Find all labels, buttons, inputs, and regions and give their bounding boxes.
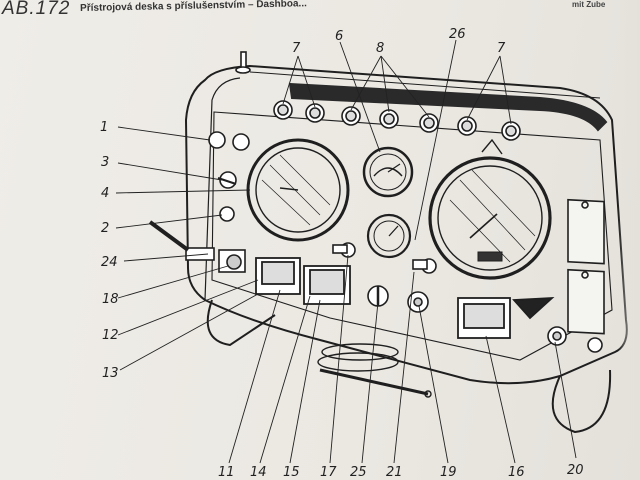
- small-gauge-lower: [366, 213, 412, 259]
- callout-bottom-19: 19: [440, 465, 457, 480]
- top-toggle: [235, 51, 251, 74]
- left-controls: [148, 131, 250, 273]
- callout-top-8: 8: [376, 41, 384, 56]
- left-gauge: [246, 138, 350, 242]
- leader-lines: [115, 39, 577, 464]
- callout-left-4: 4: [101, 186, 109, 201]
- callout-bottom-14: 14: [250, 465, 267, 480]
- top-knob-row: [273, 100, 521, 141]
- callout-left-1: 1: [100, 120, 108, 135]
- small-gauge-top: [362, 146, 414, 198]
- callout-bottom-17: 17: [320, 465, 337, 480]
- callout-bottom-16: 16: [508, 465, 525, 480]
- page-edge-shadow: [618, 0, 640, 480]
- callout-bottom-21: 21: [386, 465, 403, 480]
- coiled-cable: [317, 343, 432, 398]
- top-strip: [288, 82, 608, 132]
- callout-left-2: 2: [101, 221, 109, 236]
- dashboard-housing: [184, 64, 628, 385]
- callout-bottom-15: 15: [283, 465, 300, 480]
- callout-left-13: 13: [102, 366, 119, 381]
- callout-top-7b: 7: [497, 41, 506, 56]
- callout-left-12: 12: [102, 328, 119, 343]
- right-gauge: [428, 138, 552, 280]
- callout-bottom-11: 11: [218, 465, 235, 480]
- callout-top-26: 26: [449, 27, 466, 42]
- callout-left-3: 3: [101, 155, 109, 170]
- right-side-panels: [567, 198, 605, 335]
- callout-top-6: 6: [335, 29, 343, 44]
- callout-bottom-25: 25: [350, 465, 367, 480]
- figure-code: AB.172: [2, 0, 71, 19]
- callout-labels: 7 6 8 26 7 1 3 4 2 24 18 12 13 11 14 15 …: [100, 27, 584, 480]
- callout-top-7a: 7: [292, 41, 301, 56]
- callout-bottom-20: 20: [567, 463, 584, 478]
- callout-left-18: 18: [102, 292, 119, 307]
- mounting-legs: [206, 299, 612, 434]
- caption-fragment-right: mit Zube: [572, 0, 606, 9]
- middle-controls: [332, 242, 603, 353]
- switch-blocks: [255, 257, 555, 339]
- callout-left-24: 24: [101, 255, 118, 270]
